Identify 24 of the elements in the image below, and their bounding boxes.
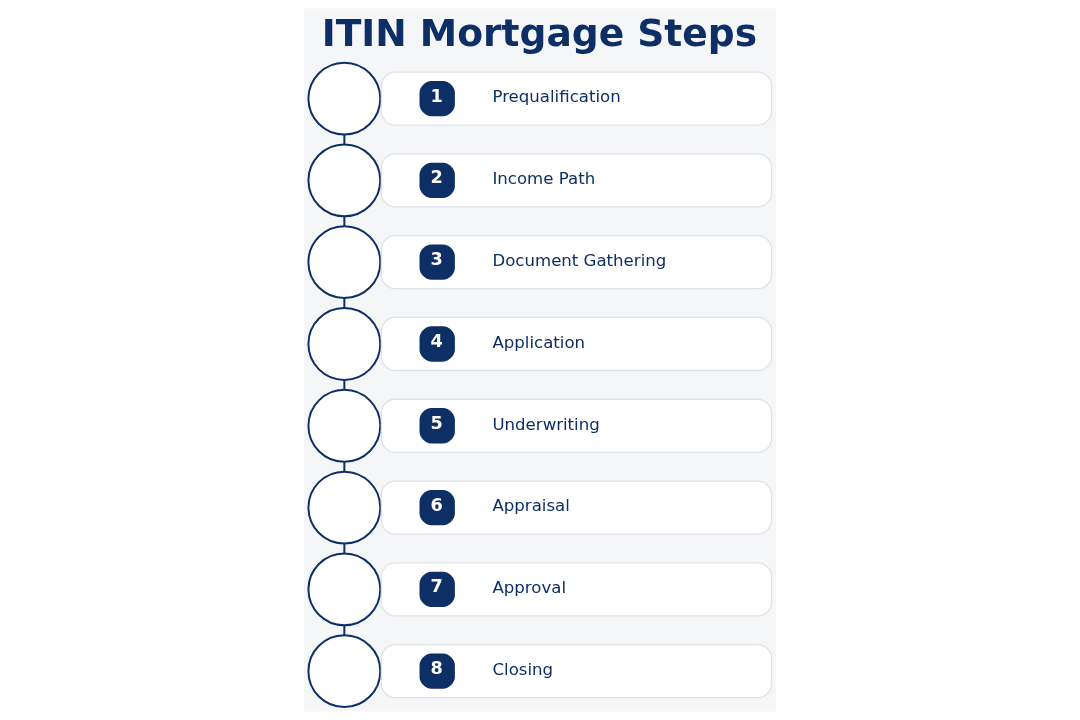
connector (343, 379, 346, 391)
connector (343, 624, 346, 637)
node-circle (307, 143, 382, 218)
connector (343, 461, 346, 473)
node-box: 2 Income Path (380, 153, 773, 208)
node-box: 8 Closing (380, 643, 773, 699)
node-circle (307, 307, 382, 381)
node-circle (307, 225, 382, 300)
node-circle (307, 470, 382, 545)
node-box: 4 Application (380, 316, 773, 372)
node-box: 7 Approval (380, 562, 773, 617)
connector (343, 297, 346, 309)
node-circle (307, 388, 382, 463)
node-circle (307, 552, 382, 627)
diagram-title: ITIN Mortgage Steps (321, 11, 758, 56)
node-box: 5 Underwriting (380, 398, 773, 453)
connector (343, 542, 346, 555)
node-box: 6 Appraisal (380, 480, 773, 535)
node-circle (307, 634, 382, 709)
node-box: 1 Prequalification (380, 71, 773, 126)
connector (343, 133, 346, 146)
node-box: 3 Document Gathering (380, 234, 773, 290)
node-circle (307, 61, 382, 136)
connector (343, 215, 346, 228)
